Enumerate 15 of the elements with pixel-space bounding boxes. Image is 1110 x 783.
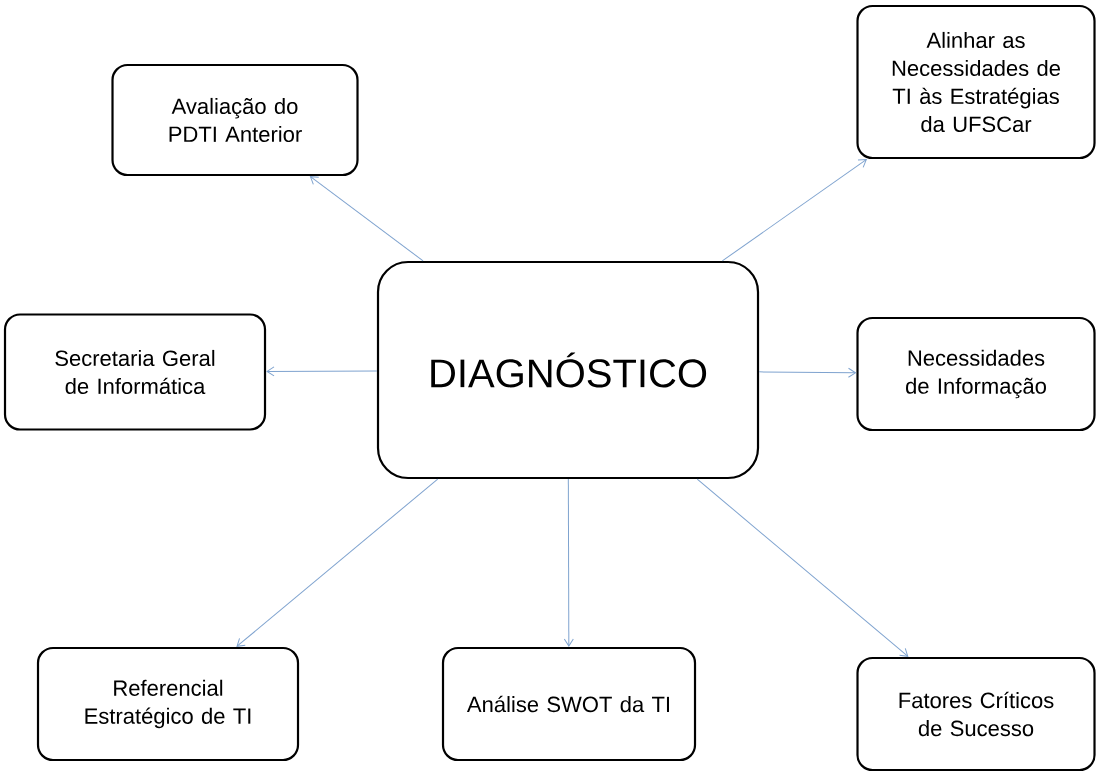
topic-box: Alinhar as Necessidades de TI às Estratégias da UFSCar	[856, 4, 1096, 160]
topic-box: Fatores Críticos de Sucesso	[856, 656, 1096, 772]
topic-box: Secretaria Geral de Informática	[3, 313, 267, 431]
topic-box: Análise SWOT da TI	[441, 646, 697, 762]
topic-box: Referencial Estratégico de TI	[36, 646, 300, 762]
arrow	[758, 367, 856, 378]
topic-box: Avaliação do PDTI Anterior	[111, 63, 359, 177]
arrow	[266, 366, 378, 377]
arrow	[696, 478, 909, 657]
arrow	[721, 159, 867, 262]
arrow	[236, 478, 439, 647]
topic-box: Necessidades de Informação	[856, 316, 1096, 432]
arrow	[563, 478, 574, 647]
center-box: DIAGNÓSTICO	[376, 260, 760, 480]
arrow	[309, 176, 424, 262]
